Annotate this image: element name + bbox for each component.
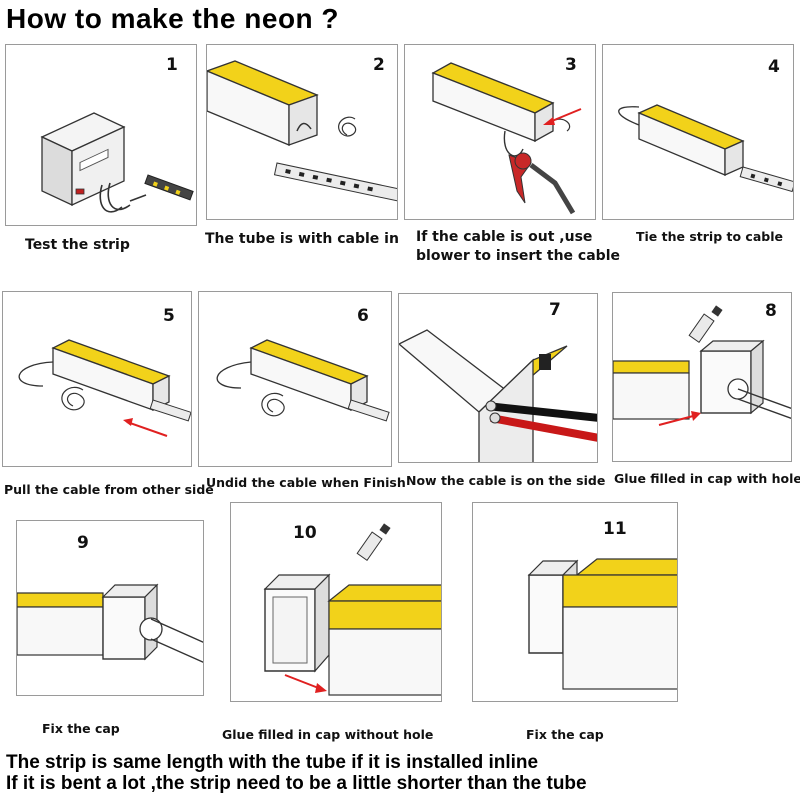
step-5-caption: Pull the cable from other side bbox=[4, 482, 214, 497]
step-1-number: 1 bbox=[166, 55, 178, 75]
step-2-panel: 2 bbox=[206, 44, 398, 220]
step-6-number: 6 bbox=[357, 306, 369, 326]
step-10-caption: Glue filled in cap without hole bbox=[222, 727, 434, 742]
step-3-number: 3 bbox=[565, 55, 577, 75]
step-9-caption: Fix the cap bbox=[42, 721, 120, 736]
step-2-number: 2 bbox=[373, 55, 385, 75]
step-11-panel: 11 bbox=[472, 502, 678, 702]
step-9-panel: 9 bbox=[16, 520, 204, 696]
step-10-number: 10 bbox=[293, 523, 317, 543]
step-4-number: 4 bbox=[768, 57, 780, 77]
step-2-caption: The tube is with cable in bbox=[205, 231, 399, 247]
step-11-caption: Fix the cap bbox=[526, 727, 604, 742]
note-bent-length: If it is bent a lot ,the strip need to b… bbox=[6, 773, 587, 794]
step-1-caption: Test the strip bbox=[25, 237, 130, 253]
cable-on-side-illustration bbox=[399, 329, 597, 462]
step-4-caption: Tie the strip to cable bbox=[636, 229, 783, 244]
step-10-panel: 10 bbox=[230, 502, 442, 702]
step-3-caption: If the cable is out ,use blower to inser… bbox=[416, 229, 620, 264]
note-inline-length: The strip is same length with the tube i… bbox=[6, 752, 539, 773]
pull-cable-illustration bbox=[18, 339, 191, 437]
step-4-panel: 4 bbox=[602, 44, 794, 220]
fix-cap-illustration bbox=[17, 583, 203, 663]
blower-illustration bbox=[431, 62, 582, 215]
fix-cap-final-illustration bbox=[527, 558, 677, 690]
step-6-panel: 6 bbox=[198, 291, 392, 467]
page-title: How to make the neon ? bbox=[6, 3, 340, 34]
glue-cap-with-hole-illustration bbox=[613, 305, 791, 426]
glue-cap-without-hole-illustration bbox=[263, 523, 441, 696]
step-3-panel: 3 bbox=[404, 44, 596, 220]
tester-box-illustration bbox=[40, 112, 194, 213]
tie-strip-illustration bbox=[618, 104, 793, 193]
tube-with-cable-illustration bbox=[207, 60, 397, 203]
step-6-caption: Undid the cable when Finish bbox=[206, 475, 406, 490]
step-7-number: 7 bbox=[549, 300, 561, 320]
step-1-panel: 1 bbox=[5, 44, 197, 226]
step-8-panel: 8 bbox=[612, 292, 792, 462]
step-8-number: 8 bbox=[765, 301, 777, 321]
step-11-number: 11 bbox=[603, 519, 627, 539]
step-7-panel: 7 bbox=[398, 293, 598, 463]
step-5-number: 5 bbox=[163, 306, 175, 326]
step-7-caption: Now the cable is on the side bbox=[406, 473, 606, 488]
step-8-caption: Glue filled in cap with hole bbox=[614, 471, 800, 486]
step-9-number: 9 bbox=[77, 533, 89, 553]
step-5-panel: 5 bbox=[2, 291, 192, 467]
undo-cable-illustration bbox=[216, 339, 390, 422]
